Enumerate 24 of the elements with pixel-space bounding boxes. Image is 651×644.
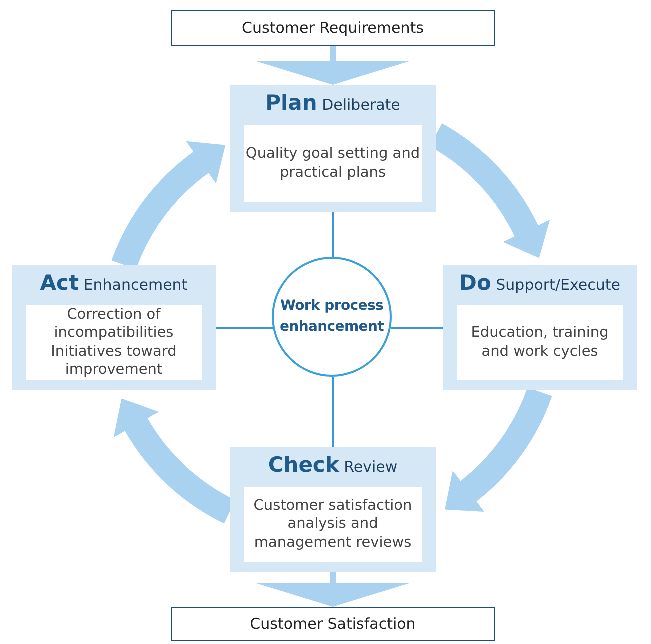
connector-line [332,377,334,447]
description-text: Education, training and work cycles [470,324,610,361]
phase-heading: Plan Deliberate [264,91,402,115]
box-label: Customer Satisfaction [250,615,416,633]
phase-heading: Act Enhancement [39,271,189,295]
phase-card [443,265,637,390]
description-text: Correction of incompatibilities [53,306,175,342]
description-text: Initiatives toward improvement [50,342,178,379]
box-label: Customer Requirements [242,19,424,37]
input-output-box [171,607,495,641]
chevron-arrow [255,572,411,607]
connector-line [390,327,443,329]
chevron-arrow [255,46,411,85]
center-label: Work process enhancement [278,297,386,337]
phase-card [230,85,436,212]
description-text: Quality goal setting and practical plans [244,145,422,182]
phase-card [12,265,216,390]
input-output-box [171,10,495,46]
phase-heading: Do Support/Execute [458,271,622,295]
phase-card [230,447,436,572]
phase-heading: Check Review [267,453,399,477]
connector-line [216,327,274,329]
connector-line [332,212,334,257]
description-text: Customer satisfaction analysis and management reviews [252,497,414,552]
